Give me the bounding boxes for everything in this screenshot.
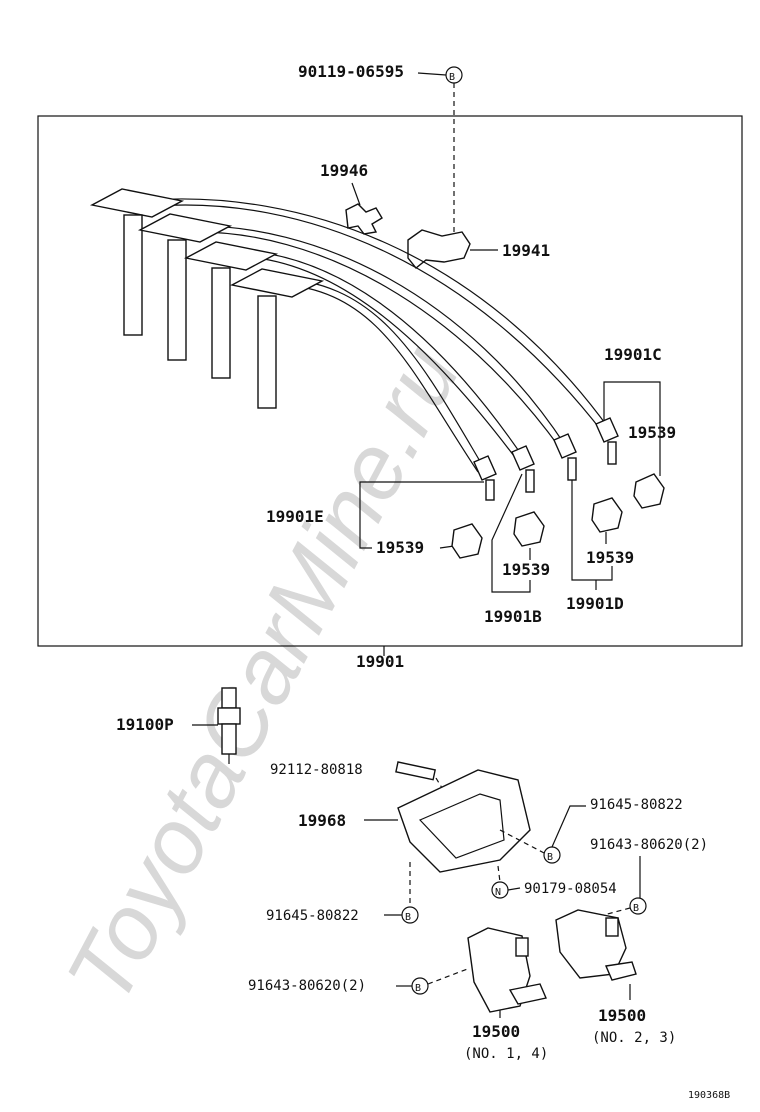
svg-text:N: N	[495, 887, 501, 898]
label-bolt-left2: 91643-80620(2)	[248, 978, 366, 994]
label-bolt-left: 91645-80822	[266, 908, 359, 924]
label-spark-plug: 19100P	[116, 715, 174, 734]
marker-b-coil-right: B	[629, 897, 647, 915]
svg-text:B: B	[547, 852, 553, 863]
label-coil-left: 19500	[472, 1022, 520, 1041]
label-coil-right: 19500	[598, 1006, 646, 1025]
bracket-19968-icon	[397, 769, 531, 873]
label-bolt-top: 90119-06595	[298, 62, 404, 81]
label-cap-c: 19539	[628, 423, 676, 442]
clamp-19941-icon	[407, 229, 471, 269]
label-cap-d: 19539	[586, 548, 634, 567]
label-wire-d: 19901D	[566, 594, 624, 613]
cap-c-icon	[633, 473, 665, 509]
label-wire-e: 19901E	[266, 507, 324, 526]
label-bolt-right: 91645-80822	[590, 797, 683, 813]
marker-b-coil-left: B	[411, 977, 429, 995]
marker-n: N	[491, 881, 509, 899]
label-wire-c: 19901C	[604, 345, 662, 364]
svg-text:B: B	[405, 912, 411, 923]
label-wire-b: 19901B	[484, 607, 542, 626]
cap-d-icon	[591, 497, 623, 533]
marker-b-bracket-right: B	[543, 846, 561, 864]
clamp-19946-icon	[345, 203, 383, 235]
label-clamp-19941: 19941	[502, 241, 550, 260]
label-cap-e: 19539	[376, 538, 424, 557]
wire-set-frame	[37, 115, 743, 647]
label-wire-set: 19901	[356, 652, 404, 671]
marker-b-bracket-left: B	[401, 906, 419, 924]
spark-plug-icon	[217, 687, 241, 764]
plug-boots	[89, 188, 325, 409]
cap-e-icon	[451, 523, 483, 559]
label-bracket: 19968	[298, 811, 346, 830]
label-coil-left-note: (NO. 1, 4)	[464, 1046, 548, 1062]
svg-text:B: B	[449, 72, 455, 83]
label-coil-right-note: (NO. 2, 3)	[592, 1030, 676, 1046]
label-nut: 90179-08054	[524, 881, 617, 897]
diagram-id: 190368B	[688, 1090, 730, 1101]
coil-connectors	[473, 417, 619, 501]
marker-b-top: B	[445, 66, 463, 84]
svg-text:B: B	[415, 983, 421, 994]
svg-text:B: B	[633, 903, 639, 914]
watermark: ToyotaCarMine.ru	[48, 329, 480, 1020]
label-bolt-right2: 91643-80620(2)	[590, 837, 708, 853]
cap-b-icon	[513, 511, 545, 547]
ignition-coil-left-icon	[467, 927, 547, 1013]
stud-icon	[395, 761, 436, 781]
ignition-coil-right-icon	[555, 909, 637, 981]
label-stud: 92112-80818	[270, 762, 363, 778]
label-cap-b: 19539	[502, 560, 550, 579]
label-clamp-19946: 19946	[320, 161, 368, 180]
